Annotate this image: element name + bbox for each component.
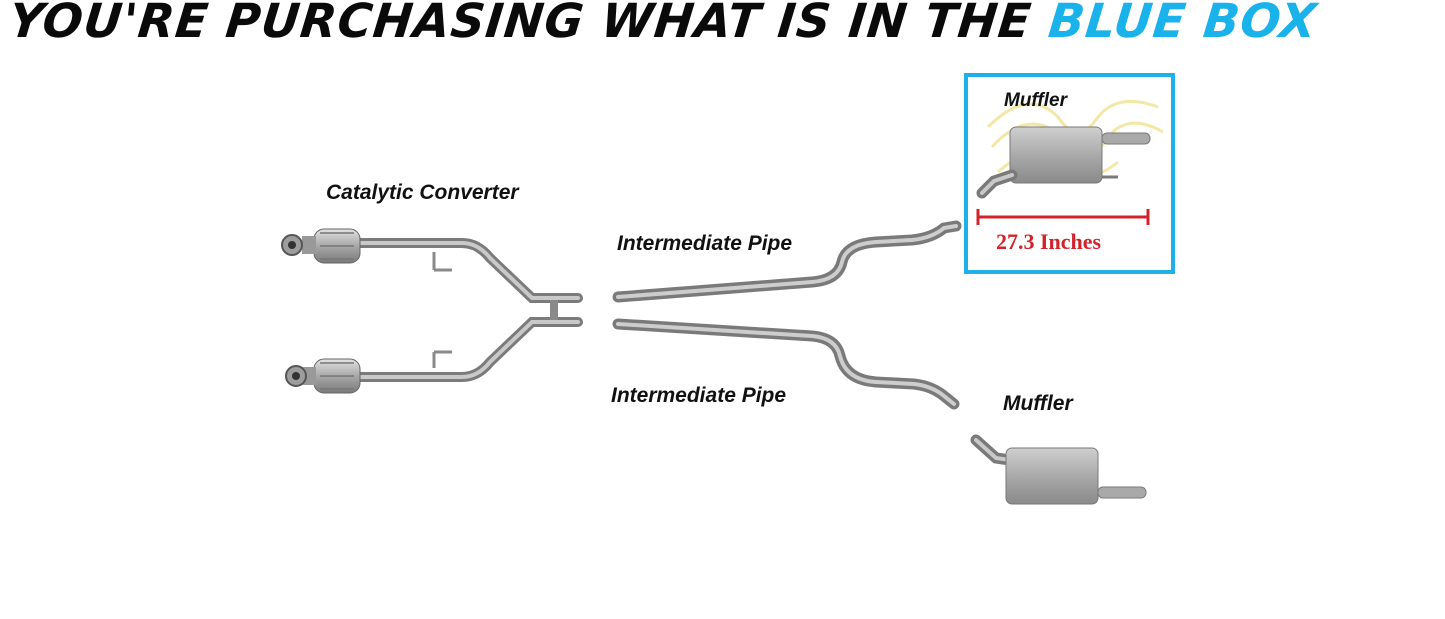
intermediate-pipe-upper-label: Intermediate Pipe [617, 232, 793, 255]
muffler-lower-drawing [970, 434, 1147, 505]
muffler-boxed-drawing [976, 99, 1164, 225]
muffler-length-measurement: 27.3 Inches [996, 229, 1102, 254]
muffler-lower-label: Muffler [1003, 392, 1073, 415]
blue-box: Muffler 27.3 Inches [964, 73, 1175, 274]
intermediate-pipe-lower-label: Intermediate Pipe [611, 384, 787, 407]
muffler-boxed-label: Muffler [1004, 90, 1067, 111]
intermediate-pipe-upper-drawing [612, 220, 962, 303]
catalytic-converter-label: Catalytic Converter [326, 181, 519, 204]
catalytic-converter-assembly [281, 228, 583, 394]
intermediate-pipe-lower-drawing [612, 318, 960, 410]
